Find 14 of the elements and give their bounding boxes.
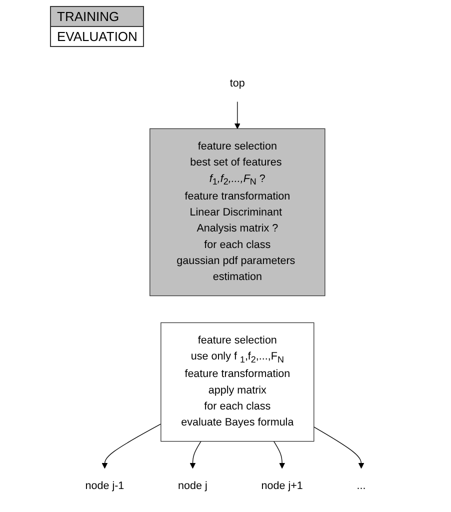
- legend-label: TRAINING: [56, 8, 120, 26]
- arrow: [314, 426, 364, 469]
- arrow: [273, 440, 286, 469]
- node-label: ...: [356, 480, 366, 492]
- legend-label: EVALUATION: [56, 28, 138, 46]
- node-label: node j+1: [261, 480, 303, 492]
- arrow: [190, 440, 202, 469]
- node-label: top: [230, 78, 245, 89]
- arrow: [102, 424, 162, 469]
- process-box: feature selection use only f $_{1}$,f$_{2}$,...,F$_{N}$ feature transformation apply matrix for each class evaluate Bayes formula: [160, 322, 314, 442]
- node-label: node j: [178, 480, 208, 492]
- process-box: feature selection best set of features f$_{1}$,f$_{2}$,...,F$_{N}$ ? feature transformation Linear Discriminant Analysis matrix ? for each class gaussian pdf parameters estimation: [150, 128, 326, 296]
- node-label: node j-1: [85, 480, 124, 492]
- arrow: [234, 101, 240, 129]
